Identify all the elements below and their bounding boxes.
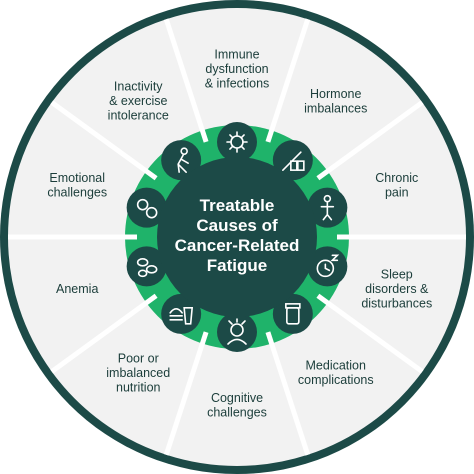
segment-5 [166, 337, 308, 467]
segment-label: Poor or [118, 351, 159, 365]
segment-label: nutrition [116, 380, 161, 394]
sleep-clock-icon [307, 246, 348, 287]
emotion-faces-icon [126, 187, 167, 228]
segment-label: Medication [306, 359, 366, 373]
segment-label: Inactivity [114, 80, 163, 94]
segment-divider [50, 293, 158, 374]
segment-divider [316, 100, 424, 181]
segment-divider [163, 18, 209, 143]
segment-label: Cognitive [211, 391, 263, 405]
segment-4 [269, 299, 423, 455]
syringe-vials-icon [272, 140, 313, 181]
fast-food-icon [161, 293, 202, 334]
segment-1 [269, 19, 423, 175]
pill-bottle-icon [272, 293, 313, 334]
segment-2 [322, 102, 466, 237]
back-pain-icon [307, 187, 348, 228]
center-circle [157, 157, 317, 317]
segment-divider [316, 293, 424, 374]
icon-group [126, 122, 348, 352]
segment-label: & infections [205, 77, 270, 91]
divider-group [8, 18, 466, 456]
segment-7 [8, 237, 152, 372]
segment-label: challenges [207, 405, 267, 419]
red-blood-cells-icon [126, 246, 167, 287]
segment-label: Hormone [310, 87, 361, 101]
virus-icon [217, 122, 257, 162]
segment-9 [51, 19, 205, 175]
segment-label: challenges [47, 185, 107, 199]
segment-label: pain [385, 185, 409, 199]
segment-label: Emotional [49, 171, 105, 185]
segment-8 [8, 102, 152, 237]
segment-label: intolerance [108, 109, 169, 123]
segment-divider [265, 18, 311, 143]
segment-divider [265, 331, 311, 456]
segment-divider [163, 331, 209, 456]
segment-label: complications [298, 373, 374, 387]
segment-label: imbalances [304, 101, 367, 115]
confused-person-icon [217, 312, 257, 352]
segment-group [8, 8, 466, 467]
segment-label: & exercise [109, 94, 167, 108]
segment-label: imbalanced [106, 366, 170, 380]
segment-0 [166, 8, 308, 137]
center-title-line-3: Cancer-Related [175, 236, 300, 255]
segment-label: Anemia [56, 282, 98, 296]
segment-label: Sleep [381, 267, 413, 281]
segment-label: dysfunction [205, 62, 268, 76]
segment-6 [51, 299, 205, 455]
tired-person-icon [161, 140, 202, 181]
segment-label: disorders & [365, 282, 429, 296]
center-title-line-4: Fatigue [207, 256, 267, 275]
segment-label: disturbances [361, 296, 432, 310]
segment-3 [322, 237, 466, 372]
segment-divider [50, 100, 158, 181]
center-title: Treatable Causes of Cancer-Related Fatig… [175, 196, 300, 275]
segment-label: Chronic [375, 171, 418, 185]
center-title-line-1: Treatable [200, 196, 275, 215]
segment-label: Immune [214, 48, 259, 62]
center-title-line-2: Causes of [196, 216, 278, 235]
